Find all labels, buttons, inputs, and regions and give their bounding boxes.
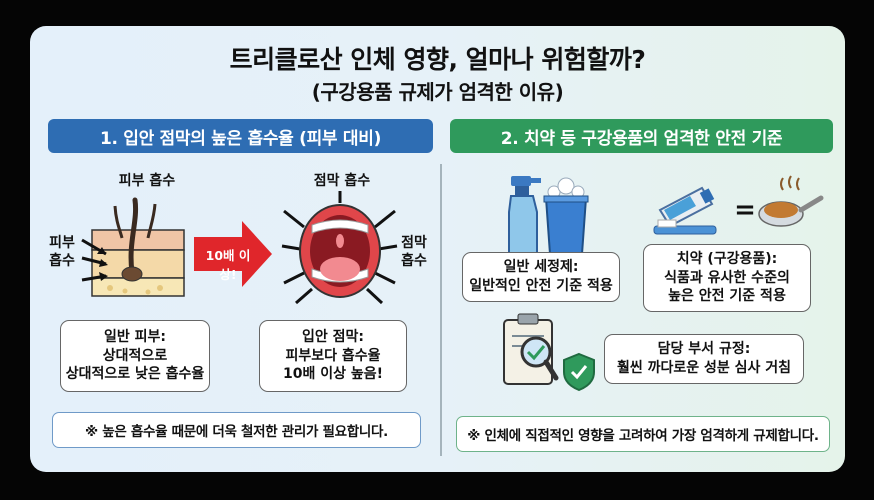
right-panel-header: 2. 치약 등 구강용품의 엄격한 안전 기준 — [450, 119, 833, 153]
toothpaste-icon — [653, 186, 717, 235]
regulator-info-box: 담당 부서 규정: 훨씬 까다로운 성분 심사 거침 — [604, 334, 804, 384]
mucosa-label-top: 점막 흡수 — [313, 173, 371, 189]
page-subtitle: (구강용품 규제가 엄격한 이유) — [311, 80, 564, 104]
toothpaste-info-box: 치약 (구강용품): 식품과 유사한 수준의 높은 안전 기준 적용 — [643, 244, 811, 312]
bucket-icon — [543, 177, 589, 255]
spray-bottle-icon — [508, 176, 541, 255]
open-mouth-icon — [281, 191, 398, 305]
mucosa-label-side: 점막 흡수 — [401, 235, 427, 270]
panel-divider — [440, 164, 442, 456]
spoon-food-icon — [758, 175, 824, 227]
cleaner-info-box: 일반 세정제: 일반적인 안전 기준 적용 — [462, 252, 620, 302]
magnifier-icon — [520, 336, 559, 381]
skin-layer-icon — [81, 197, 185, 297]
arrow-label: 10배 이상! — [205, 248, 251, 282]
mucosa-info-box: 입안 점막: 피부보다 흡수율 10배 이상 높음! — [259, 320, 407, 392]
infographic-card: 트리클로산 인체 영향, 얼마나 위험할까? (구강용품 규제가 엄격한 이유)… — [30, 26, 845, 472]
left-panel-note: ※ 높은 흡수율 때문에 더욱 철저한 관리가 필요합니다. — [52, 412, 421, 448]
skin-label-side: 피부 흡수 — [49, 235, 75, 270]
right-panel-note: ※ 인체에 직접적인 영향을 고려하여 가장 엄격하게 규제합니다. — [456, 416, 830, 452]
page-title: 트리클로산 인체 영향, 얼마나 위험할까? — [229, 45, 646, 74]
shield-check-icon — [563, 352, 595, 392]
skin-label-top: 피부 흡수 — [118, 173, 176, 189]
equals-sign: = — [734, 195, 756, 225]
red-arrow-icon — [194, 221, 272, 287]
skin-info-box: 일반 피부: 상대적으로 상대적으로 낮은 흡수율 — [60, 320, 210, 392]
left-panel-header: 1. 입안 점막의 높은 흡수율 (피부 대비) — [48, 119, 433, 153]
